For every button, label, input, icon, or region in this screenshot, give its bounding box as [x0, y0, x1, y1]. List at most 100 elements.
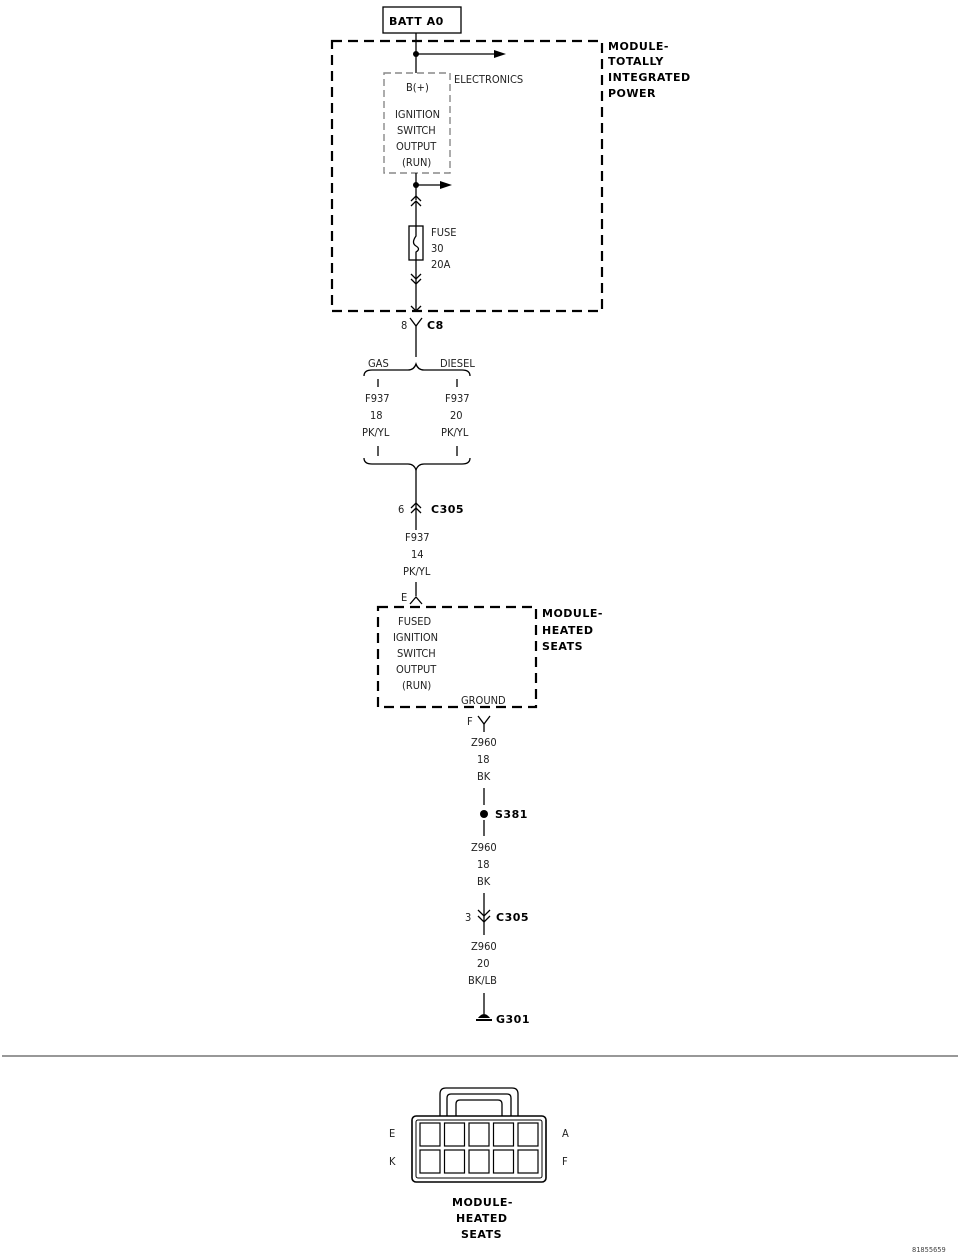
- connector-cavities: [419, 1122, 539, 1174]
- batt-a0-label: BATT A0: [389, 15, 444, 28]
- heated-pin-f: F: [467, 715, 491, 728]
- fuse-30-label: FUSE 30 20A: [431, 226, 456, 271]
- svg-text:BK/LB: BK/LB: [468, 974, 497, 987]
- connector-cavity: [468, 1149, 490, 1174]
- splice-s381: S381: [480, 808, 528, 821]
- c305-top-pin: 6: [398, 503, 404, 516]
- svg-text:OUTPUT: OUTPUT: [396, 663, 437, 676]
- svg-text:14: 14: [411, 548, 424, 561]
- figure-id: 81855659: [912, 1246, 946, 1254]
- svg-text:18: 18: [477, 858, 490, 871]
- svg-text:HEATED: HEATED: [542, 624, 594, 637]
- svg-text:E: E: [401, 591, 407, 604]
- diesel-wire-label: F937 20 PK/YL: [441, 392, 470, 439]
- svg-text:SEATS: SEATS: [542, 640, 583, 653]
- svg-text:SWITCH: SWITCH: [397, 124, 436, 137]
- splice-label: S381: [495, 808, 528, 821]
- c305-bottom-connector: 3 C305: [465, 909, 529, 924]
- z960-18-bk-label-b: Z960 18 BK: [471, 841, 497, 888]
- c8-name: C8: [427, 319, 444, 332]
- svg-text:BK: BK: [477, 875, 491, 888]
- connector-cavity: [492, 1149, 515, 1174]
- svg-text:FUSED: FUSED: [398, 615, 431, 628]
- f937-14-wire-label: F937 14 PK/YL: [403, 531, 431, 578]
- svg-text:F937: F937: [445, 392, 470, 405]
- fuse-top-chevron: [410, 195, 422, 202]
- connector-cavity: [517, 1122, 539, 1147]
- connector-view-title: MODULE- HEATED SEATS: [452, 1196, 513, 1241]
- svg-text:SWITCH: SWITCH: [397, 647, 436, 660]
- svg-text:(RUN): (RUN): [402, 156, 431, 169]
- ign-branch-arrow: [440, 181, 452, 189]
- svg-text:20: 20: [477, 957, 490, 970]
- svg-text:Z960: Z960: [471, 736, 497, 749]
- svg-text:PK/YL: PK/YL: [403, 565, 431, 578]
- svg-text:PK/YL: PK/YL: [441, 426, 469, 439]
- svg-text:Z960: Z960: [471, 940, 497, 953]
- ignition-switch-output-label: IGNITION SWITCH OUTPUT (RUN): [395, 108, 440, 169]
- svg-text:MODULE-: MODULE-: [542, 607, 603, 620]
- fuse-30-symbol: [408, 225, 424, 261]
- fused-ignition-label: FUSED IGNITION SWITCH OUTPUT (RUN): [393, 615, 438, 692]
- electronics-label: ELECTRONICS: [454, 73, 523, 86]
- svg-text:18: 18: [370, 409, 383, 422]
- electronics-box: [383, 72, 451, 174]
- ground-g301-label: G301: [496, 1013, 530, 1026]
- z960-18-bk-label-a: Z960 18 BK: [471, 736, 497, 783]
- svg-text:MODULE-: MODULE-: [608, 40, 669, 53]
- svg-text:30: 30: [431, 242, 444, 255]
- ground-g301: G301: [476, 1013, 530, 1026]
- connector-pin-k: K: [389, 1155, 396, 1168]
- fuse-bottom-chevron: [410, 273, 422, 280]
- svg-text:OUTPUT: OUTPUT: [396, 140, 437, 153]
- connector-cavity: [468, 1122, 490, 1147]
- svg-text:F937: F937: [405, 531, 430, 544]
- svg-text:Z960: Z960: [471, 841, 497, 854]
- svg-text:SEATS: SEATS: [461, 1228, 502, 1241]
- svg-text:IGNITION: IGNITION: [395, 108, 440, 121]
- svg-text:BK: BK: [477, 770, 491, 783]
- c305-bottom-name: C305: [496, 911, 529, 924]
- svg-text:20: 20: [450, 409, 463, 422]
- svg-text:(RUN): (RUN): [402, 679, 431, 692]
- svg-text:F: F: [467, 715, 473, 728]
- connector-cavity: [492, 1122, 515, 1147]
- svg-text:F937: F937: [365, 392, 390, 405]
- c8-connector: 8 C8: [401, 317, 444, 357]
- connector-cavity: [419, 1149, 441, 1174]
- c305-bottom-pin: 3: [465, 911, 471, 924]
- svg-text:IGNITION: IGNITION: [393, 631, 438, 644]
- batt-a0-box: BATT A0: [382, 6, 462, 34]
- svg-text:18: 18: [477, 753, 490, 766]
- svg-text:HEATED: HEATED: [456, 1212, 508, 1225]
- c305-top-connector: 6 C305: [398, 502, 464, 516]
- batt-branch-arrow: [494, 50, 506, 58]
- svg-text:20A: 20A: [431, 258, 451, 271]
- svg-text:PK/YL: PK/YL: [362, 426, 390, 439]
- gas-label: GAS: [368, 357, 389, 370]
- heated-pin-e: E: [401, 591, 423, 605]
- connector-cavity: [419, 1122, 441, 1147]
- diesel-label: DIESEL: [440, 357, 475, 370]
- svg-text:INTEGRATED: INTEGRATED: [608, 71, 691, 84]
- tipm-module-title: MODULE- TOTALLY INTEGRATED POWER: [608, 40, 691, 100]
- c8-pin: 8: [401, 319, 407, 332]
- ground-label: GROUND: [461, 694, 506, 707]
- heated-seats-connector-view: E A K F: [389, 1087, 569, 1183]
- variant-brace-bottom: [363, 457, 471, 473]
- z960-20-bklb-label: Z960 20 BK/LB: [468, 940, 497, 987]
- connector-pin-a: A: [562, 1127, 569, 1140]
- svg-text:FUSE: FUSE: [431, 226, 456, 239]
- connector-cavity: [443, 1122, 466, 1147]
- connector-pin-f: F: [562, 1155, 568, 1168]
- svg-text:MODULE-: MODULE-: [452, 1196, 513, 1209]
- connector-pin-e: E: [389, 1127, 395, 1140]
- heated-seats-module-box: [376, 605, 538, 709]
- c305-top-name: C305: [431, 503, 464, 516]
- svg-text:TOTALLY: TOTALLY: [608, 55, 664, 68]
- connector-cavity: [443, 1149, 466, 1174]
- gas-wire-label: F937 18 PK/YL: [362, 392, 390, 439]
- svg-text:POWER: POWER: [608, 87, 656, 100]
- heated-seats-title: MODULE- HEATED SEATS: [542, 607, 603, 653]
